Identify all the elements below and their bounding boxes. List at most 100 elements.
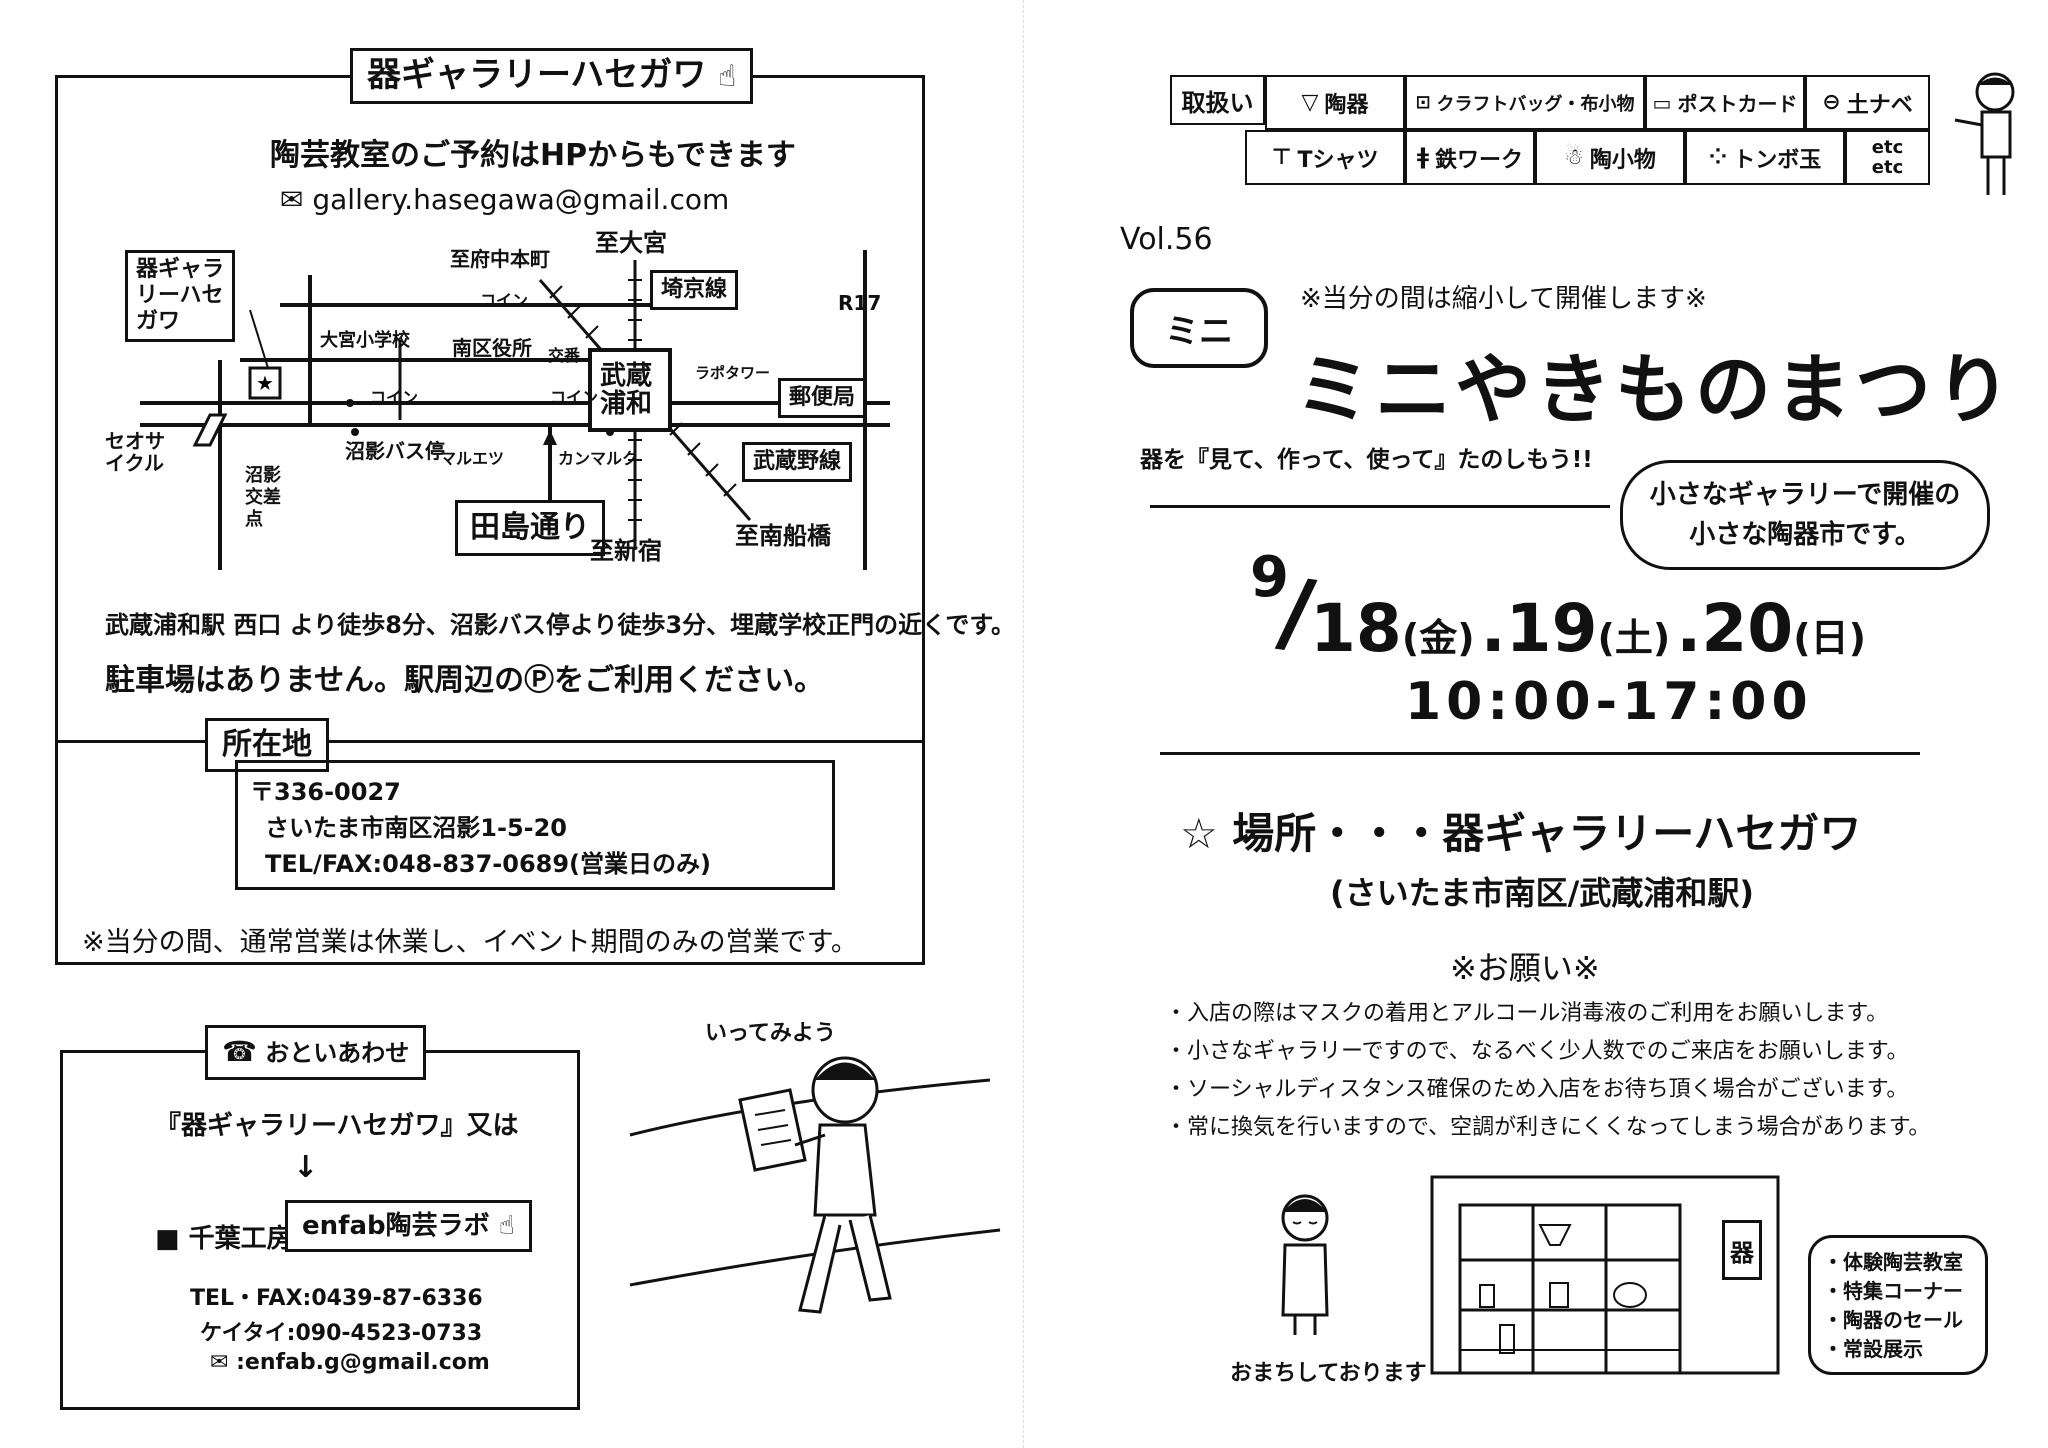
place-line: ☆ 場所・・・器ギャラリーハセガワ bbox=[1180, 809, 1862, 858]
seo-cycle-marker bbox=[192, 413, 228, 447]
gallery-tag: 器ギャラリーハセガワ ☝ bbox=[350, 48, 754, 104]
pointing-man-illustration bbox=[1954, 72, 2015, 195]
map-numakage-intersection: 沼影交差点 bbox=[245, 465, 281, 530]
bubble-line1: 小さなギャラリーで開催の bbox=[1649, 480, 1961, 510]
request-item: ・常に換気を行いますので、空調が利きにくくなってしまう場合があります。 bbox=[1165, 1115, 1931, 1140]
volume-number: Vol.56 bbox=[1120, 222, 1213, 257]
fold-line bbox=[1023, 0, 1024, 1448]
category-tshirts: ⊤Tシャツ bbox=[1245, 130, 1405, 185]
address-tag: 所在地 bbox=[205, 718, 329, 772]
contact-mobile: ケイタイ:090-4523-0733 bbox=[200, 1321, 483, 1346]
address-tel: TEL/FAX:048-837-0689(営業日のみ) bbox=[265, 850, 711, 878]
event-title: ミニやきものまつり bbox=[1295, 345, 2015, 434]
map-koban: 交番 bbox=[548, 346, 581, 365]
contact-tag: ☎ おといあわせ bbox=[205, 1025, 427, 1080]
contact-line1: 『器ギャラリーハセガワ』又は bbox=[155, 1111, 519, 1141]
request-item: ・小さなギャラリーですので、なるべく少人数でのご来店をお願いします。 bbox=[1165, 1039, 1909, 1064]
reduced-notice: ※当分の間は縮小して開催します※ bbox=[1300, 284, 1707, 314]
mini-bubble: ミニ bbox=[1130, 288, 1268, 368]
enfab-link[interactable]: enfab陶芸ラボ bbox=[302, 1211, 490, 1241]
email-row: ✉ gallery.hasegawa@gmail.com bbox=[280, 183, 729, 216]
bag-icon: ⊡ bbox=[1415, 92, 1431, 113]
address-box bbox=[235, 760, 835, 890]
category-clay-pots: ⊖土ナベ bbox=[1805, 75, 1930, 130]
categories-tag: 取扱い bbox=[1170, 75, 1265, 125]
chiba-label: ■ 千葉工房 bbox=[155, 1224, 293, 1254]
map-omiya-school: 大宮小学校 bbox=[320, 330, 410, 351]
map-post-office: 郵便局 bbox=[778, 378, 867, 418]
category-postcards: ▭ポストカード bbox=[1645, 75, 1805, 130]
map-lions-tower: ラポタワー bbox=[695, 364, 771, 382]
shop-sign-text: 器 bbox=[1730, 1238, 1754, 1267]
tagline: 器を『見て、作って、使って』たのしもう!! bbox=[1140, 447, 1593, 473]
feature-item: ・陶器のセール bbox=[1823, 1308, 1963, 1332]
pointer-hand-icon: ☝ bbox=[498, 1211, 515, 1241]
bowing-woman-illustration bbox=[1281, 1194, 1329, 1335]
request-title: ※お願い※ bbox=[1450, 949, 1600, 987]
shop-sign: 器 bbox=[1722, 1220, 1762, 1280]
operation-notice: ※当分の間、通常営業は休業し、イベント期間のみの営業です。 bbox=[82, 927, 858, 958]
request-item: ・ソーシャルディスタンス確保のため入店をお待ち頂く場合がございます。 bbox=[1165, 1077, 1909, 1102]
feature-item: ・体験陶芸教室 bbox=[1823, 1250, 1963, 1274]
category-etc: etc etc bbox=[1845, 130, 1930, 185]
address-street: さいたま市南区沼影1-5-20 bbox=[265, 814, 567, 842]
category-ceramics: ▽陶器 bbox=[1265, 75, 1405, 130]
feature-item: ・常設展示 bbox=[1823, 1337, 1923, 1361]
contact-email-row: ✉ :enfab.g@gmail.com bbox=[210, 1350, 490, 1375]
features-bubble: ・体験陶芸教室 ・特集コーナー ・陶器のセール ・常設展示 bbox=[1808, 1235, 1988, 1375]
map-to-omiya: 至大宮 bbox=[595, 229, 667, 257]
opening-hours: 10:00-17:00 bbox=[1405, 672, 1813, 732]
tagline-divider bbox=[1150, 505, 1610, 508]
shop-front-illustration bbox=[1430, 1175, 1780, 1375]
contact-email[interactable]: :enfab.g@gmail.com bbox=[236, 1350, 490, 1375]
request-item: ・入店の際はマスクの着用とアルコール消毒液のご利用をお願いします。 bbox=[1165, 1001, 1889, 1026]
dow2: (土) bbox=[1597, 616, 1671, 660]
enfab-box[interactable]: enfab陶芸ラボ ☝ bbox=[285, 1200, 532, 1252]
map-to-shinjuku: 至新宿 bbox=[590, 537, 662, 565]
map-station: 武蔵浦和 bbox=[600, 361, 653, 419]
place-sub: (さいたま市南区/武蔵浦和駅) bbox=[1330, 874, 1754, 912]
beads-icon: ⁘ bbox=[1708, 145, 1728, 170]
map-seo-cycle: セオサイクル bbox=[105, 429, 165, 475]
category-craft-bags: ⊡クラフトバッグ・布小物 bbox=[1405, 75, 1645, 130]
speech-text: いってみよう bbox=[705, 1021, 836, 1046]
figurine-icon: ☃ bbox=[1564, 145, 1584, 170]
svg-text:★: ★ bbox=[256, 371, 274, 395]
bubble-line2: 小さな陶器市です。 bbox=[1689, 520, 1921, 550]
tshirt-icon: ⊤ bbox=[1271, 145, 1292, 170]
pointer-hand-icon: ☝ bbox=[718, 59, 737, 94]
walking-person-illustration bbox=[629, 1056, 1001, 1314]
contact-tel: TEL・FAX:0439-87-6336 bbox=[190, 1286, 483, 1311]
map-saikyo-line: 埼京線 bbox=[650, 270, 739, 310]
date-row: 18(金).19(土).20(日) bbox=[1310, 590, 1866, 667]
map-coin-p-mid: コイン bbox=[550, 388, 599, 407]
contact-tag-text: おといあわせ bbox=[265, 1039, 410, 1067]
dow1: (金) bbox=[1401, 616, 1475, 660]
map-to-funabashi: 至南船橋 bbox=[735, 522, 831, 550]
map-r17: R17 bbox=[838, 291, 882, 315]
map-ward-office: 南区役所 bbox=[452, 336, 532, 360]
postcard-icon: ▭ bbox=[1652, 90, 1672, 115]
address-postal: 〒336-0027 bbox=[250, 778, 401, 806]
map-marueitsu: マルエツ bbox=[440, 449, 505, 468]
mail-icon: ✉ bbox=[210, 1350, 229, 1375]
email-link[interactable]: gallery.hasegawa@gmail.com bbox=[312, 183, 730, 216]
day3: .20 bbox=[1676, 590, 1794, 667]
rail-musashino-ties bbox=[549, 285, 737, 497]
bowl-icon: ▽ bbox=[1301, 90, 1319, 115]
day1: 18 bbox=[1310, 590, 1402, 667]
date-month: 9 bbox=[1250, 545, 1289, 610]
directions-line2: 駐車場はありません。駅周辺のⓅをご利用ください。 bbox=[105, 663, 825, 698]
map-tajima-dori: 田島通り bbox=[455, 500, 605, 556]
station-block bbox=[588, 348, 672, 432]
map-kanmaruku: カンマルク bbox=[558, 449, 639, 468]
request-list: ・入店の際はマスクの着用とアルコール消毒液のご利用をお願いします。 ・小さなギャ… bbox=[1165, 995, 1930, 1147]
small-gallery-bubble: 小さなギャラリーで開催の 小さな陶器市です。 bbox=[1620, 460, 1990, 570]
address-divider bbox=[55, 740, 925, 743]
category-glass-beads: ⁘トンボ玉 bbox=[1685, 130, 1845, 185]
rail-saikyo-ties bbox=[628, 279, 642, 521]
map-to-fuchu: 至府中本町 bbox=[450, 247, 550, 271]
tools-icon: ǂ bbox=[1417, 145, 1429, 170]
map-coin-p-top: コイン bbox=[480, 291, 529, 310]
